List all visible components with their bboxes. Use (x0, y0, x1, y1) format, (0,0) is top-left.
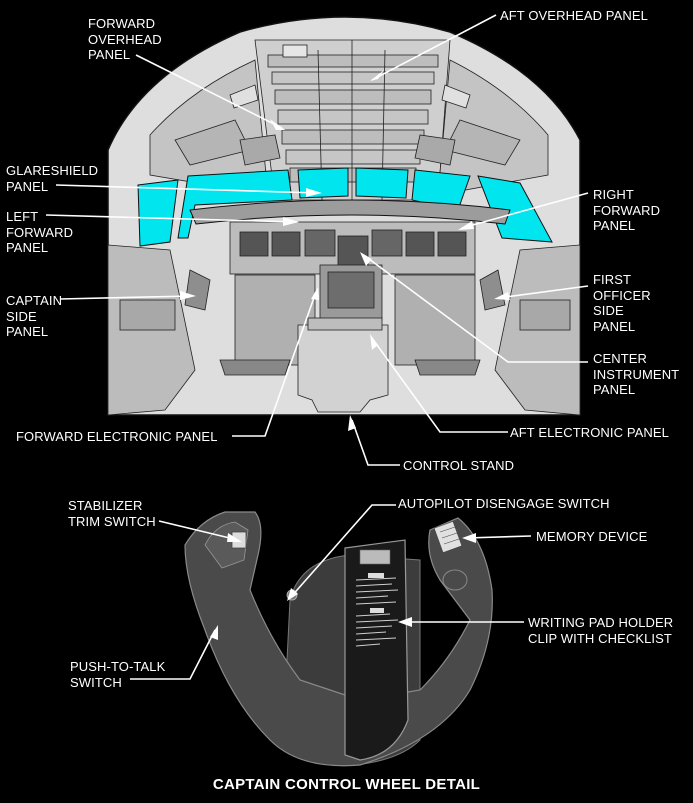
center-pedestal (297, 264, 389, 413)
label-aft-electronic-panel: AFT ELECTRONIC PANEL (510, 425, 669, 440)
leader-forward-electronic (232, 291, 317, 437)
label-left-forward-panel: LEFT FORWARD PANEL (6, 209, 74, 255)
label-right-forward-panel: RIGHT FORWARD PANEL (593, 187, 661, 233)
ceiling-side-details (149, 59, 549, 196)
label-center-instrument-panel: CENTER INSTRUMENT PANEL (593, 351, 680, 397)
label-autopilot-disengage-switch: AUTOPILOT DISENGAGE SWITCH (398, 496, 610, 511)
leader-arrows (180, 70, 510, 640)
leader-stabilizer-trim (158, 520, 239, 541)
leader-memory-device (465, 535, 532, 539)
leader-left-forward (45, 214, 296, 223)
checklist-lines (355, 577, 399, 647)
control-wheel-illustration (184, 511, 493, 767)
label-writing-pad-holder: WRITING PAD HOLDER CLIP WITH CHECKLIST (528, 615, 674, 646)
label-forward-overhead-panel: FORWARD OVERHEAD PANEL (88, 16, 162, 62)
center-right-windshield (355, 167, 409, 199)
label-first-officer-side-panel: FIRST OFFICER SIDE PANEL (593, 272, 651, 334)
left-windshield (177, 169, 293, 239)
label-forward-electronic-panel: FORWARD ELECTRONIC PANEL (16, 429, 218, 444)
leader-autopilot (289, 504, 396, 599)
cockpit-floor (219, 274, 481, 376)
yoke (184, 511, 493, 767)
leader-fo-side (497, 285, 589, 299)
label-glareshield-panel: GLARESHIELD PANEL (6, 163, 99, 194)
label-push-to-talk-switch: PUSH-TO-TALK SWITCH (70, 659, 166, 690)
center-left-windshield (297, 167, 349, 199)
leader-control-stand (351, 419, 400, 466)
leader-captain-side (59, 295, 193, 300)
leader-center-instrument (364, 255, 588, 363)
leader-forward-overhead (135, 54, 283, 129)
cockpit-illustration (107, 16, 581, 416)
writing-pad (344, 539, 409, 761)
leader-right-forward (461, 192, 589, 229)
leader-aft-overhead (371, 14, 497, 81)
glareshield (189, 199, 511, 225)
leader-glareshield (55, 184, 319, 194)
caption: CAPTAIN CONTROL WHEEL DETAIL (212, 776, 481, 793)
left-side-window (137, 179, 179, 247)
memory-device-mark (433, 520, 463, 554)
label-stabilizer-trim-switch: STABILIZER TRIM SWITCH (68, 498, 156, 529)
leader-lines (45, 14, 589, 680)
windshields (137, 167, 553, 247)
label-aft-overhead-panel: AFT OVERHEAD PANEL (500, 8, 648, 23)
label-control-stand: CONTROL STAND (403, 458, 515, 473)
label-captain-side-panel: CAPTAIN SIDE PANEL (6, 293, 63, 339)
leader-aft-electronic (371, 337, 508, 433)
label-memory-device: MEMORY DEVICE (536, 529, 648, 544)
leader-push-to-talk (130, 629, 216, 680)
